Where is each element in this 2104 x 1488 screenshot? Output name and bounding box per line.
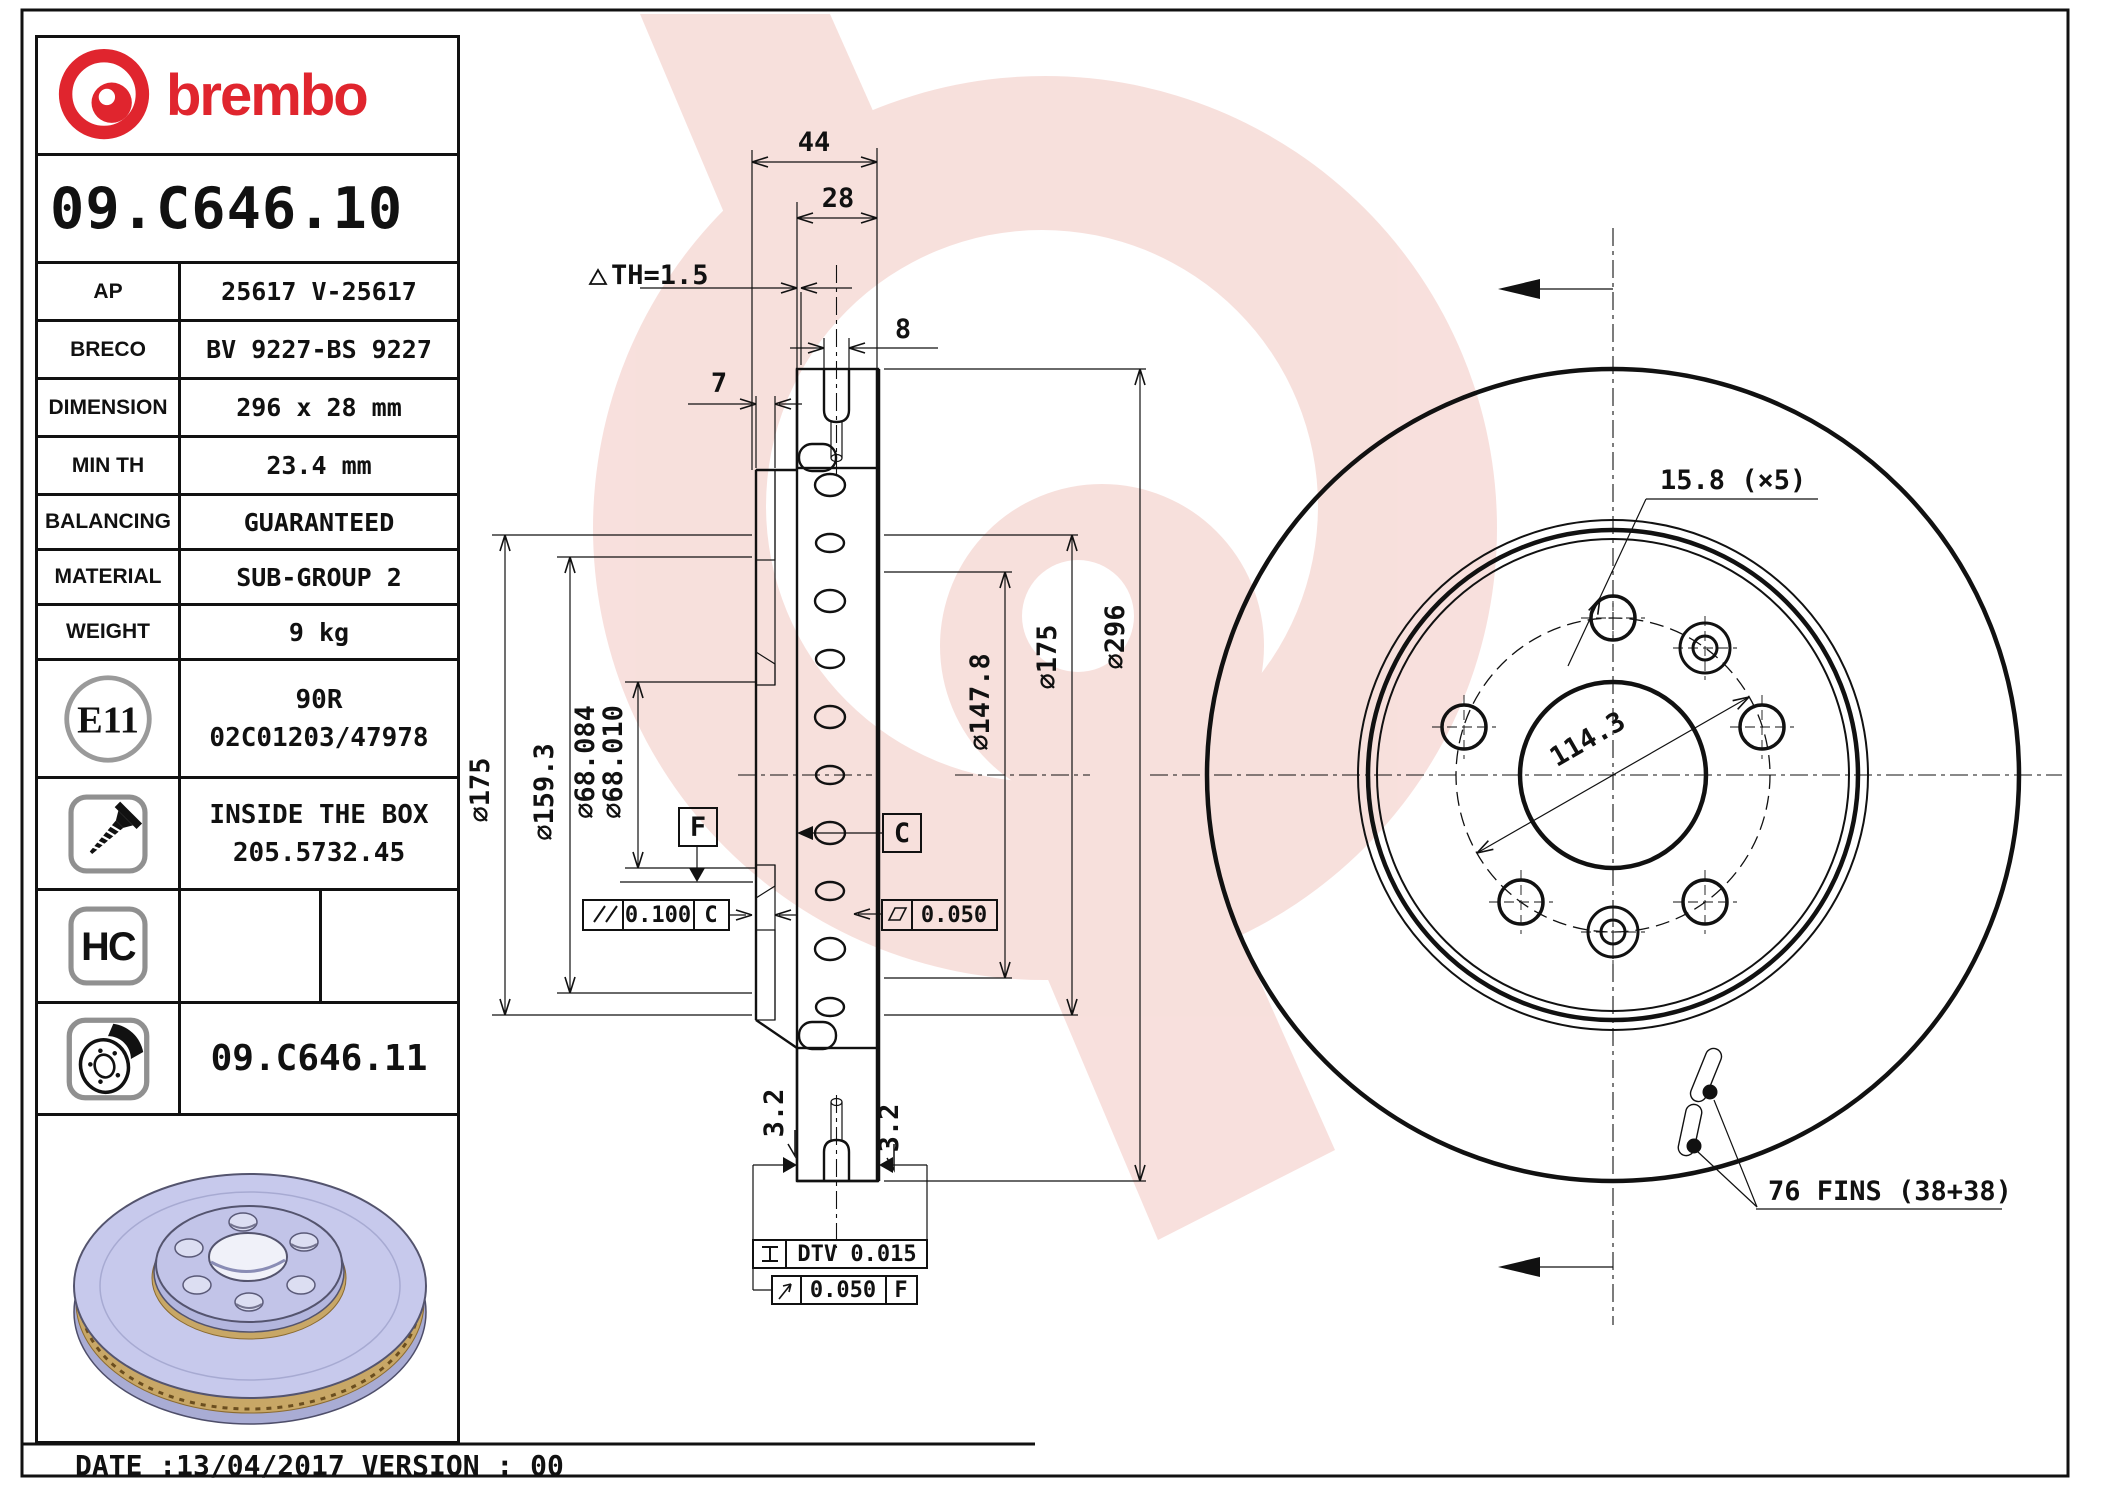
dim-hole: 8 [895, 314, 911, 345]
inside-box-line2: 205.5732.45 [232, 837, 406, 868]
runout-value: 0.050 [810, 1278, 876, 1303]
dtv-frame: DTV 0.015 [752, 1239, 928, 1269]
pcd-label: 114.3 [1545, 706, 1631, 773]
datum-c-triangle [797, 826, 813, 840]
row-label: MATERIAL [38, 551, 181, 603]
dim-total-width: 44 [798, 127, 831, 158]
datum-c-label: C [894, 818, 910, 849]
center-bore-circle [1517, 679, 1709, 871]
flatness-frame: 0.050 [853, 899, 998, 931]
section-dimensions: 44 28 TH=1.5 8 7 ⌀175 ⌀159.3 ⌀68.084 ⌀68… [465, 127, 1146, 1182]
alt-part-number: 09.C646.11 [210, 1038, 428, 1079]
svg-text:E11: E11 [77, 699, 139, 741]
dim-disc-thickness: 28 [822, 183, 855, 214]
brembo-watermark [593, 14, 1497, 1240]
fin-dot-2 [1686, 1138, 1702, 1154]
row-value: 23.4 mm [266, 451, 372, 480]
gdt-annotations: F C 0.100 C 0.050 3 [582, 807, 998, 1305]
hc-divider [319, 891, 322, 1001]
dim-dia-296: ⌀296 [1100, 604, 1131, 669]
datum-f-triangle [689, 868, 705, 882]
row-value: 9 kg [288, 617, 350, 647]
spec-row-alt-part: 09.C646.11 [38, 1001, 457, 1113]
hc-empty-value [181, 891, 457, 1001]
inside-box-line1: INSIDE THE BOX [209, 799, 429, 830]
row-label: BALANCING [38, 496, 181, 548]
spec-row-dimension: DIMENSION 296 x 28 mm [38, 377, 457, 435]
row-value: 25617 V-25617 [221, 277, 417, 306]
bolt-hole-label: 15.8 (×5) [1660, 465, 1806, 496]
cross-section-view [738, 265, 1090, 1248]
row-value: SUB-GROUP 2 [236, 562, 402, 592]
brembo-logo-icon [58, 48, 150, 139]
spec-row-inside-box: INSIDE THE BOX 205.5732.45 [38, 776, 457, 888]
roughness-right: 3.2 [874, 1104, 905, 1173]
spec-row-ap: AP 25617 V-25617 [38, 261, 457, 319]
dim-dia-175-left: ⌀175 [465, 757, 496, 822]
brembo-wordmark: brembo [166, 63, 369, 128]
spec-row-material: MATERIAL SUB-GROUP 2 [38, 548, 457, 603]
disc-render-cell [38, 1113, 457, 1447]
spec-row-balancing: BALANCING GUARANTEED [38, 493, 457, 548]
row-label: AP [38, 264, 181, 319]
flatness-value: 0.050 [921, 903, 987, 928]
disc-caliper-icon [66, 1017, 150, 1100]
approval-line1: 90R [295, 684, 343, 715]
spec-row-weight: WEIGHT 9 kg [38, 603, 457, 658]
spec-row-breco: BRECO BV 9227-BS 9227 [38, 319, 457, 377]
dim-dia-159: ⌀159.3 [529, 743, 560, 841]
dtv-icon [762, 1246, 778, 1262]
parallelism-datum: C [704, 903, 717, 928]
runout-frame: 0.050 F [771, 1275, 918, 1305]
dim-dia-68-hi: ⌀68.084 [570, 705, 601, 819]
spec-row-approval: E11 90R 02C01203/47978 [38, 658, 457, 776]
parallelism-value: 0.100 [625, 903, 691, 928]
row-label: WEIGHT [38, 606, 181, 658]
fins-label: 76 FINS (38+38) [1768, 1176, 2012, 1207]
logo-row: brembo [38, 38, 457, 153]
hc-icon: HC [68, 906, 148, 986]
dim-dia-68-lo: ⌀68.010 [598, 705, 629, 819]
dim-dia-175-right: ⌀175 [1032, 624, 1063, 689]
pin-holes [1586, 621, 1732, 959]
datum-f-label: F [690, 812, 706, 843]
row-label: MIN TH [38, 438, 181, 493]
spec-row-min-th: MIN TH 23.4 mm [38, 435, 457, 493]
front-view: 15.8 (×5) 114.3 76 FINS (38+38) [1150, 228, 2062, 1325]
view-arrow-bottom [1498, 1257, 1540, 1277]
dtv-value: DTV 0.015 [797, 1242, 916, 1267]
disc-3d-render [73, 1173, 427, 1425]
sheet-frame [20, 8, 2070, 1478]
svg-text:HC: HC [81, 925, 136, 969]
dim-wear-limit: TH=1.5 [611, 260, 709, 291]
row-value: BV 9227-BS 9227 [206, 335, 432, 364]
flatness-icon [887, 907, 908, 921]
screw-icon [68, 793, 148, 874]
roughness-left: 3.2 [759, 1089, 796, 1159]
svg-text:3.2: 3.2 [874, 1104, 905, 1153]
parallelism-frame: 0.100 C [582, 899, 796, 931]
part-number: 09.C646.10 [50, 175, 404, 242]
row-label: DIMENSION [38, 380, 181, 435]
approval-line2: 02C01203/47978 [209, 722, 429, 753]
runout-icon [778, 1283, 792, 1300]
row-value: GUARANTEED [243, 507, 395, 537]
part-number-row: 09.C646.10 [38, 153, 457, 261]
spec-table: brembo 09.C646.10 AP 25617 V-25617 BRECO… [35, 35, 460, 1444]
runout-datum: F [894, 1278, 907, 1303]
footer-dateline: DATE :13/04/2017 VERSION : 00 [75, 1449, 564, 1482]
fin-dot-1 [1702, 1084, 1718, 1100]
parallelism-icon [593, 905, 618, 923]
svg-text:3.2: 3.2 [759, 1089, 790, 1138]
disc-outer-circle [1204, 366, 2022, 1184]
row-label: BRECO [38, 322, 181, 377]
row-value: 296 x 28 mm [236, 393, 402, 422]
dim-dia-147: ⌀147.8 [965, 653, 996, 751]
wear-triangle-symbol [588, 268, 608, 285]
e11-approval-icon: E11 [64, 674, 152, 763]
dim-hat-thickness: 7 [711, 368, 727, 399]
view-arrow-top [1498, 279, 1540, 299]
spec-row-hc: HC [38, 888, 457, 1001]
